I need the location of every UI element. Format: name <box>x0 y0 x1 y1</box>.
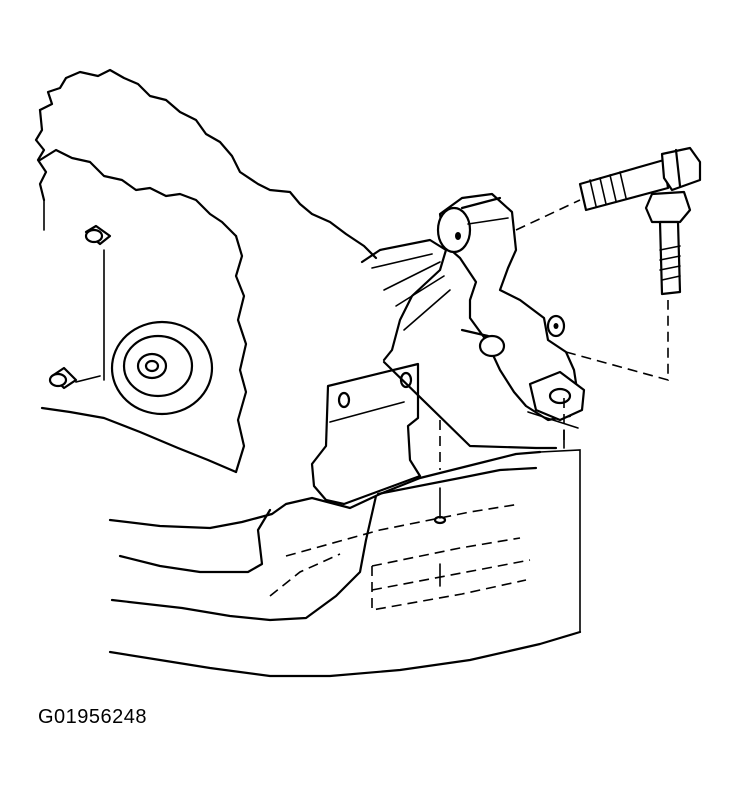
figure-id: G01956248 <box>38 706 148 728</box>
bolt-icon <box>578 146 702 296</box>
shield-plate-icon <box>310 362 422 506</box>
engine-block-icon <box>34 68 378 474</box>
mount-bracket-icon <box>360 192 586 429</box>
frame-rail-icon <box>108 360 582 678</box>
